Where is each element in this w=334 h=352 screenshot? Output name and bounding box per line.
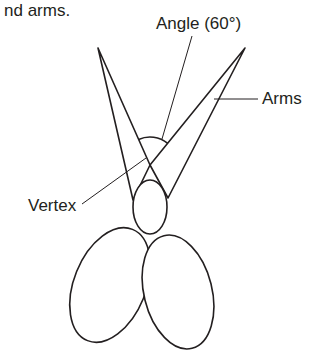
pivot <box>133 180 167 234</box>
part-label: Arms <box>262 89 302 109</box>
part-label: Vertex <box>28 196 76 216</box>
leader-line <box>214 99 258 100</box>
leader-line <box>82 158 146 204</box>
part-label: nd arms. <box>4 1 70 21</box>
left-blade <box>98 48 150 200</box>
angle-arc <box>139 137 168 143</box>
part-label: Angle (60°) <box>156 14 241 34</box>
right-blade <box>150 48 245 198</box>
leader-line <box>162 36 192 139</box>
handle-loop <box>131 227 225 352</box>
